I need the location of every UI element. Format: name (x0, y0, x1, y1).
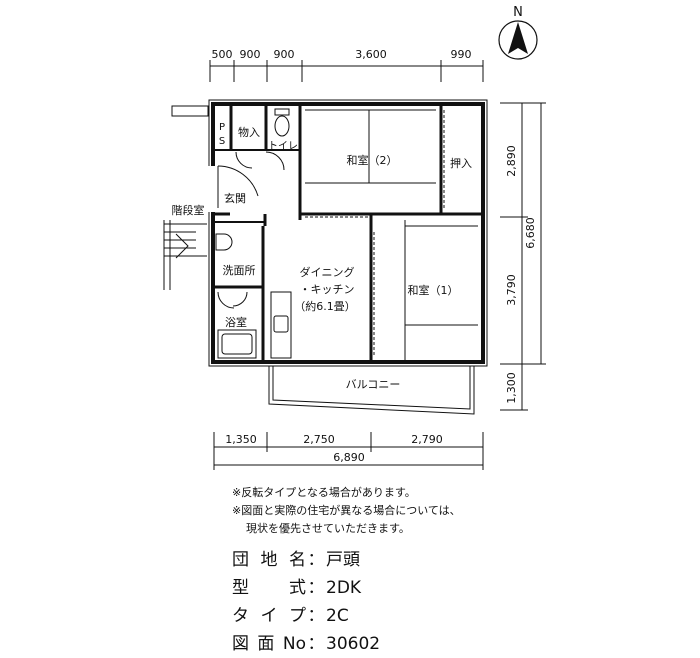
drawing-label: 図面No (232, 634, 306, 654)
estate-row: 団地名 ： 戸頭 (232, 546, 380, 574)
dim-right-1: 2,890 (505, 145, 518, 177)
stairs (163, 105, 209, 290)
dim-top-5: 990 (451, 48, 472, 61)
balcony (268, 366, 475, 415)
tatami-lines-2 (305, 109, 436, 184)
separator: ： (307, 634, 325, 654)
type-value: 2C (326, 606, 349, 626)
dim-top-2: 900 (240, 48, 261, 61)
washbasin-icon (215, 233, 233, 251)
genkan-label: 玄関 (224, 191, 246, 205)
dim-bottom-2: 2,750 (303, 433, 335, 446)
model-value: 2DK (326, 578, 362, 598)
north-arrow-icon: N (498, 5, 538, 60)
oshiire-label: 押入 (450, 156, 472, 170)
model-row: 型 式 ： 2DK (232, 574, 380, 602)
separator: ： (307, 578, 325, 598)
dim-top-4: 3,600 (355, 48, 387, 61)
storage-label: 物入 (238, 125, 260, 139)
drawing-row: 図面No ： 30602 (232, 630, 380, 658)
washitsu-1-label: 和室（1） (408, 283, 459, 297)
drawing-value: 30602 (326, 634, 381, 654)
ps-label-s: S (219, 136, 225, 147)
type-label: タイプ (232, 606, 306, 626)
separator: ： (307, 550, 325, 570)
notes: ※反転タイプとなる場合があります。 ※図面と実際の住宅が異なる場合については、 … (232, 484, 461, 538)
note-2: ※図面と実際の住宅が異なる場合については、 (232, 504, 461, 517)
info-block: 団地名 ： 戸頭 型 式 ： 2DK タイプ ： 2C 図面No ： 30602 (232, 546, 380, 658)
sliding-doors (305, 110, 445, 356)
bottom-dimension-line (213, 432, 484, 470)
separator: ： (307, 606, 325, 626)
dim-right-total: 6,680 (524, 217, 537, 249)
model-label: 型 式 (232, 578, 306, 598)
north-label: N (513, 5, 523, 20)
dim-top-1: 500 (212, 48, 233, 61)
dk-label-line2: ・キッチン (300, 283, 355, 296)
ps-label-p: P (219, 122, 225, 133)
washitsu-2-label: 和室（2） (347, 153, 398, 167)
toilet-label: トイレ (268, 141, 298, 152)
type-row: タイプ ： 2C (232, 602, 380, 630)
dim-bottom-1: 1,350 (225, 433, 257, 446)
bath-label: 浴室 (225, 315, 247, 329)
estate-value: 戸頭 (326, 550, 360, 570)
outer-walls (208, 99, 488, 367)
kitchen-counter (270, 291, 292, 359)
dim-bottom-3: 2,790 (411, 433, 443, 446)
interior-walls (213, 104, 483, 362)
dim-bottom-total: 6,890 (333, 451, 365, 464)
balcony-label: バルコニー (346, 378, 401, 391)
estate-label: 団地名 (232, 550, 306, 570)
tatami-lines-1 (405, 225, 478, 326)
dk-label-line1: ダイニング (300, 265, 355, 279)
note-3: 現状を優先させていただきます。 (246, 522, 410, 535)
bathtub-icon (217, 329, 257, 359)
dk-label-line3: （約6.1畳） (294, 299, 356, 313)
dim-top-3: 900 (274, 48, 295, 61)
right-dimension-line (500, 102, 546, 411)
floor-plan: N 500 900 900 3,600 990 2,890 3,790 1,30… (163, 5, 546, 470)
washroom-label: 洗面所 (223, 264, 256, 277)
note-1: ※反転タイプとなる場合があります。 (232, 486, 416, 499)
door-swings (217, 151, 285, 309)
toilet-fixture-icon (274, 108, 290, 137)
dim-right-3: 1,300 (505, 372, 518, 404)
dim-right-2: 3,790 (505, 274, 518, 306)
top-dimension-line (209, 60, 484, 82)
stairwell-label: 階段室 (172, 203, 205, 217)
